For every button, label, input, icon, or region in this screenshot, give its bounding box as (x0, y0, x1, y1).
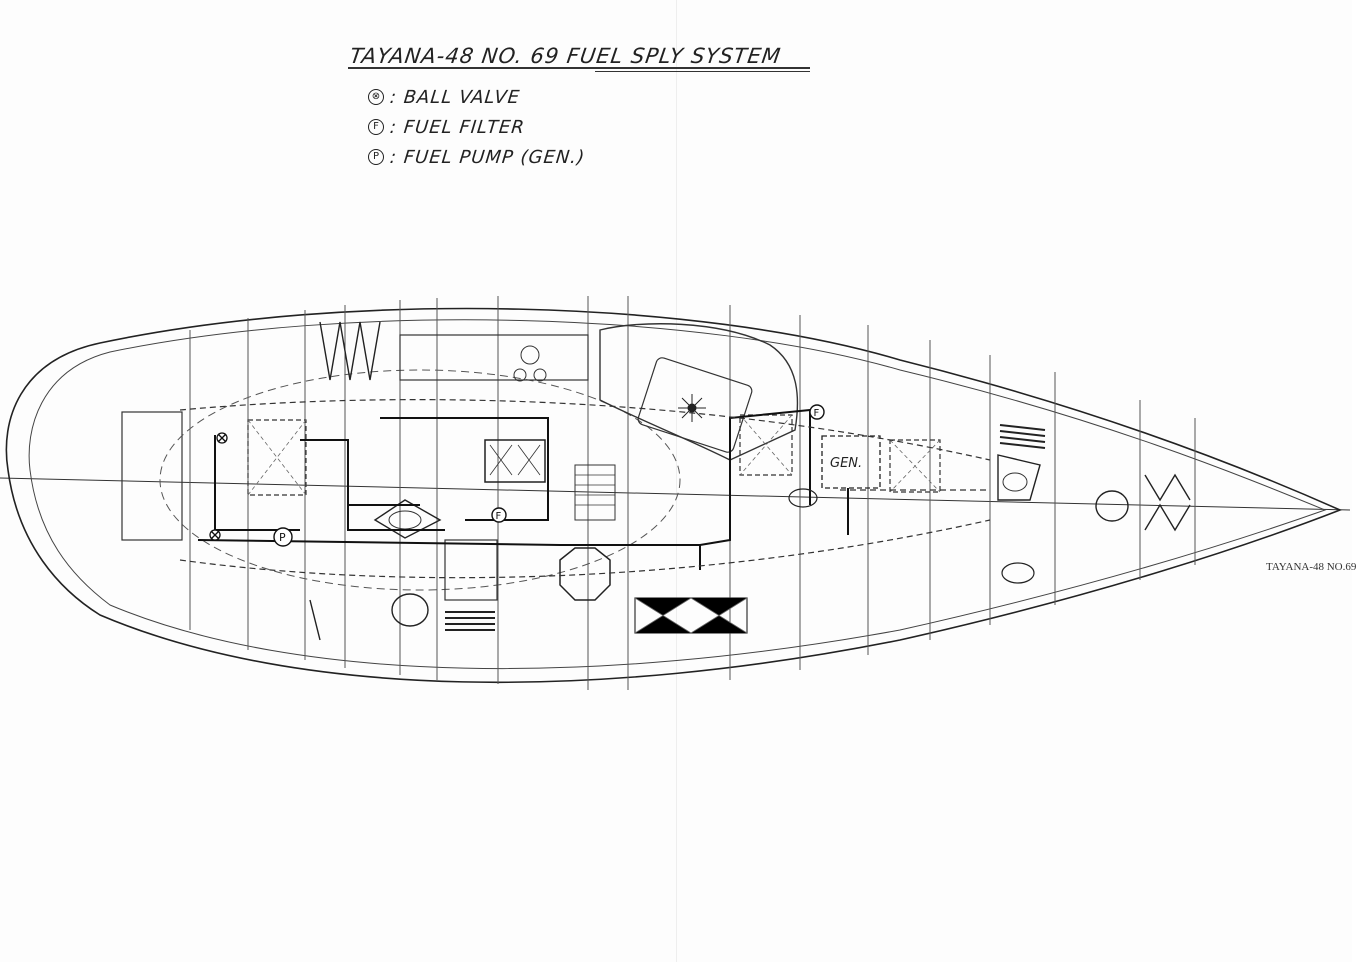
legend-item-fuel-filter: F : FUEL FILTER (368, 112, 585, 142)
aft-toilet (391, 593, 429, 627)
legend-item-ball-valve: ⊗ : BALL VALVE (368, 82, 585, 112)
drawing-stamp: TAYANA-48 NO.69 (1266, 561, 1356, 573)
svg-text:P: P (279, 531, 286, 544)
legend-label: : BALL VALVE (388, 86, 522, 108)
page-fold (676, 0, 677, 962)
generator-label: GEN. (830, 456, 862, 471)
boat-plan-diagram: GEN. (0, 296, 1351, 690)
legend-item-fuel-pump: P : FUEL PUMP (GEN.) (368, 142, 587, 172)
companionway-steps (574, 464, 616, 521)
title-underline-secondary (595, 71, 810, 72)
hull-inner-outline (28, 319, 1327, 670)
aft-cabin-berth (247, 419, 307, 496)
svg-text:F: F (496, 511, 502, 522)
fuel-pump-icon: P (368, 149, 384, 165)
hull-outline (5, 307, 1343, 684)
nav-seat (559, 547, 611, 601)
fuel-filter-icon: F (809, 404, 825, 420)
fuel-pump-icon: P (273, 527, 293, 547)
aft-head-sink (373, 499, 442, 539)
fuel-filter-icon: F (368, 119, 384, 135)
aft-zigzag (309, 321, 381, 641)
ball-valve-icon (209, 432, 228, 541)
return-lines (179, 399, 991, 579)
generator (821, 435, 881, 489)
forward-sink (1001, 562, 1035, 584)
compass-rose-icon (678, 394, 706, 422)
forward-berth-b (889, 439, 941, 493)
forward-toilet (1095, 490, 1129, 522)
aft-locker (121, 411, 183, 541)
centerline (0, 477, 1351, 511)
forward-head-sink (997, 454, 1041, 501)
saloon-table (599, 323, 799, 461)
galley-counter (399, 334, 589, 381)
chain-locker (1144, 473, 1191, 532)
frame-lines (189, 296, 1196, 690)
mast-step (788, 488, 818, 508)
ball-valve-icon: ⊗ (368, 89, 384, 105)
fuel-filter-icon: F (491, 507, 507, 523)
legend: ⊗ : BALL VALVE F : FUEL FILTER P : FUEL … (368, 82, 587, 172)
drawing-title: TAYANA-48 NO. 69 FUEL SPLY SYSTEM (348, 44, 783, 68)
legend-label: : FUEL FILTER (388, 116, 526, 138)
svg-text:F: F (814, 408, 820, 419)
title-underline (348, 67, 810, 69)
galley-stove (484, 439, 546, 483)
legend-label: : FUEL PUMP (GEN.) (388, 146, 587, 168)
engine-outline (159, 369, 681, 591)
